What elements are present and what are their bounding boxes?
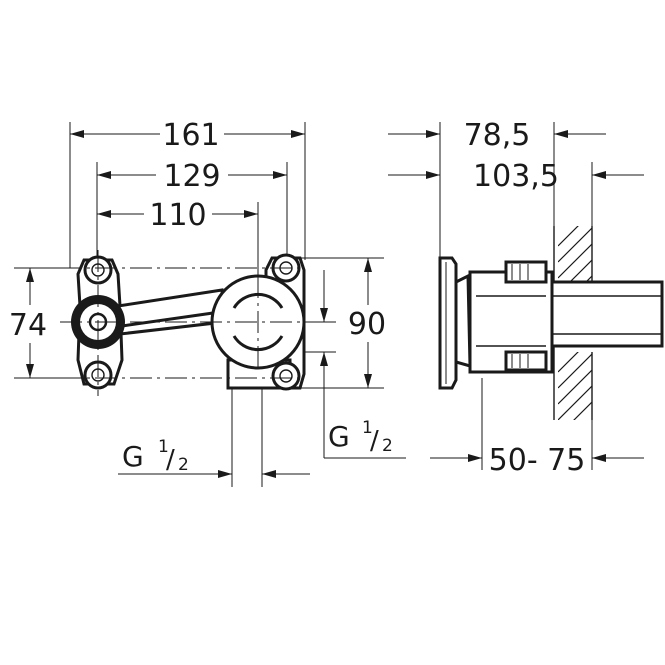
front-view: 161 129 110 74 <box>9 118 406 487</box>
dimension-110: 110 <box>97 198 258 233</box>
dim-outlet-offset: 110 <box>149 198 206 233</box>
connection-left-numerator: 1 <box>158 437 169 457</box>
side-mounting-plate <box>438 256 472 390</box>
dimension-74: 74 <box>9 268 47 378</box>
connection-left-prefix: G <box>122 440 144 473</box>
connection-right-numerator: 1 <box>362 418 373 438</box>
dimension-90: 90 <box>348 258 386 388</box>
connection-right-prefix: G <box>328 420 350 453</box>
dim-height-right: 90 <box>348 307 386 342</box>
connection-left-denominator: 2 <box>178 455 189 475</box>
dim-height-left: 74 <box>9 308 47 343</box>
screw-lug-bottom-right <box>271 361 301 391</box>
dimension-103-5: 103,5 <box>388 159 644 194</box>
svg-text:/: / <box>166 445 175 475</box>
connection-right: G 1 / 2 <box>324 418 406 459</box>
dim-overall-width: 161 <box>162 118 219 153</box>
dim-wall-range: 50- 75 <box>489 443 586 478</box>
dim-mount-spacing: 129 <box>163 159 220 194</box>
svg-text:/: / <box>370 426 379 456</box>
dimension-78-5: 78,5 <box>388 118 606 153</box>
connection-right-denominator: 2 <box>382 436 393 456</box>
extension-sleeve <box>550 280 664 348</box>
connection-left: G 1 / 2 <box>118 437 310 478</box>
side-valve-body <box>468 260 554 374</box>
dimension-50-75: 50- 75 <box>430 443 644 478</box>
dim-depth-front: 78,5 <box>464 118 531 153</box>
side-view: 78,5 103,5 50- 75 <box>388 118 664 478</box>
dimension-129: 129 <box>97 159 287 194</box>
dim-depth-total: 103,5 <box>473 159 559 194</box>
dimension-161: 161 <box>70 118 305 153</box>
